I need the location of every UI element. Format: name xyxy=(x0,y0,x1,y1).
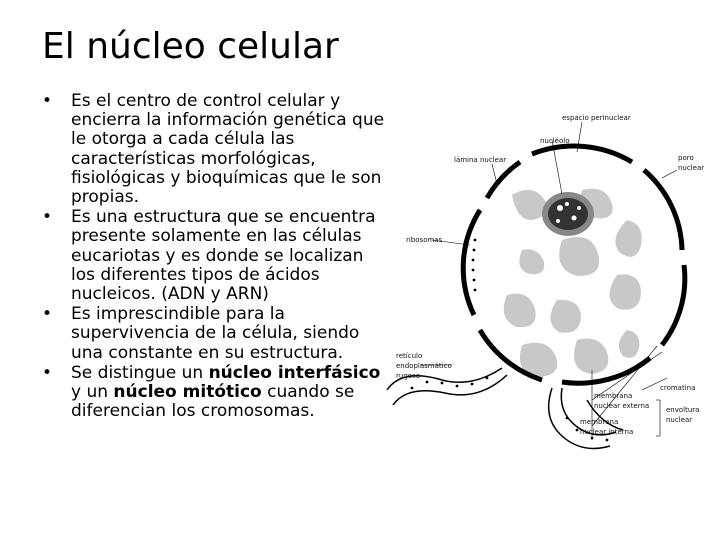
label-poro-nuclear-2: nuclear xyxy=(678,164,704,172)
label-reticulo-3: rugoso xyxy=(396,372,420,380)
label-reticulo-1: retículo xyxy=(396,352,422,360)
label-espacio-perinuclear: espacio perinuclear xyxy=(562,114,631,122)
bullet-list: • Es el centro de control celular y encie… xyxy=(42,91,387,422)
label-envoltura-1: envoltura xyxy=(666,406,699,414)
bullet-text: Es el centro de control celular y encier… xyxy=(71,91,385,208)
bullet-dot: • xyxy=(42,207,53,228)
label-cromatina: cromatina xyxy=(660,384,695,392)
rough-endoplasmic-reticulum xyxy=(386,367,624,450)
label-reticulo-2: endoplasmático xyxy=(396,362,452,370)
bullet-item: • Se distingue un núcleo interfásico y un… xyxy=(42,362,387,422)
label-membrana-interna-1: membrana xyxy=(580,418,618,426)
ribosomes xyxy=(410,238,609,442)
label-envoltura-2: nuclear xyxy=(666,416,692,424)
bullet-text: cuando se diferencian los cromosomas. xyxy=(71,382,355,422)
nuclear-envelope xyxy=(460,143,688,386)
nucleus-diagram: espacio perinuclear nucléolo lámina nucl… xyxy=(386,114,704,450)
bullet-bold-text: núcleo interfásico xyxy=(208,362,381,383)
bullet-text: Se distingue un xyxy=(71,362,209,383)
bullet-item: • Es una estructura que se encuentra pres… xyxy=(42,208,387,304)
bullet-dot: • xyxy=(42,91,53,111)
label-nucleolo: nucléolo xyxy=(540,137,569,145)
bullet-text: Es una estructura que se encuentra prese… xyxy=(71,207,376,305)
label-membrana-externa-1: membrana xyxy=(594,392,632,400)
bullet-item: • Es imprescindible para la supervivencia… xyxy=(42,305,387,363)
bullet-text: y un xyxy=(71,382,114,403)
bullet-dot: • xyxy=(42,304,53,325)
bullet-item: • Es el centro de control celular y encie… xyxy=(42,91,387,208)
label-membrana-externa-2: nuclear externa xyxy=(594,402,649,410)
chromatin-patches xyxy=(503,188,642,377)
nucleolus xyxy=(542,192,594,236)
bullet-text: Es imprescindible para la supervivencia … xyxy=(71,304,360,363)
label-lamina-nuclear: lámina nuclear xyxy=(454,156,506,164)
slide-title: El núcleo celular xyxy=(42,26,339,67)
label-membrana-interna-2: nuclear interna xyxy=(580,428,633,436)
bullet-bold-text: núcleo mitótico xyxy=(113,382,262,403)
label-poro-nuclear-1: poro xyxy=(678,154,694,162)
bullet-dot: • xyxy=(42,362,53,383)
label-ribosomas: ribosomas xyxy=(406,236,443,244)
leader-lines xyxy=(420,121,678,440)
